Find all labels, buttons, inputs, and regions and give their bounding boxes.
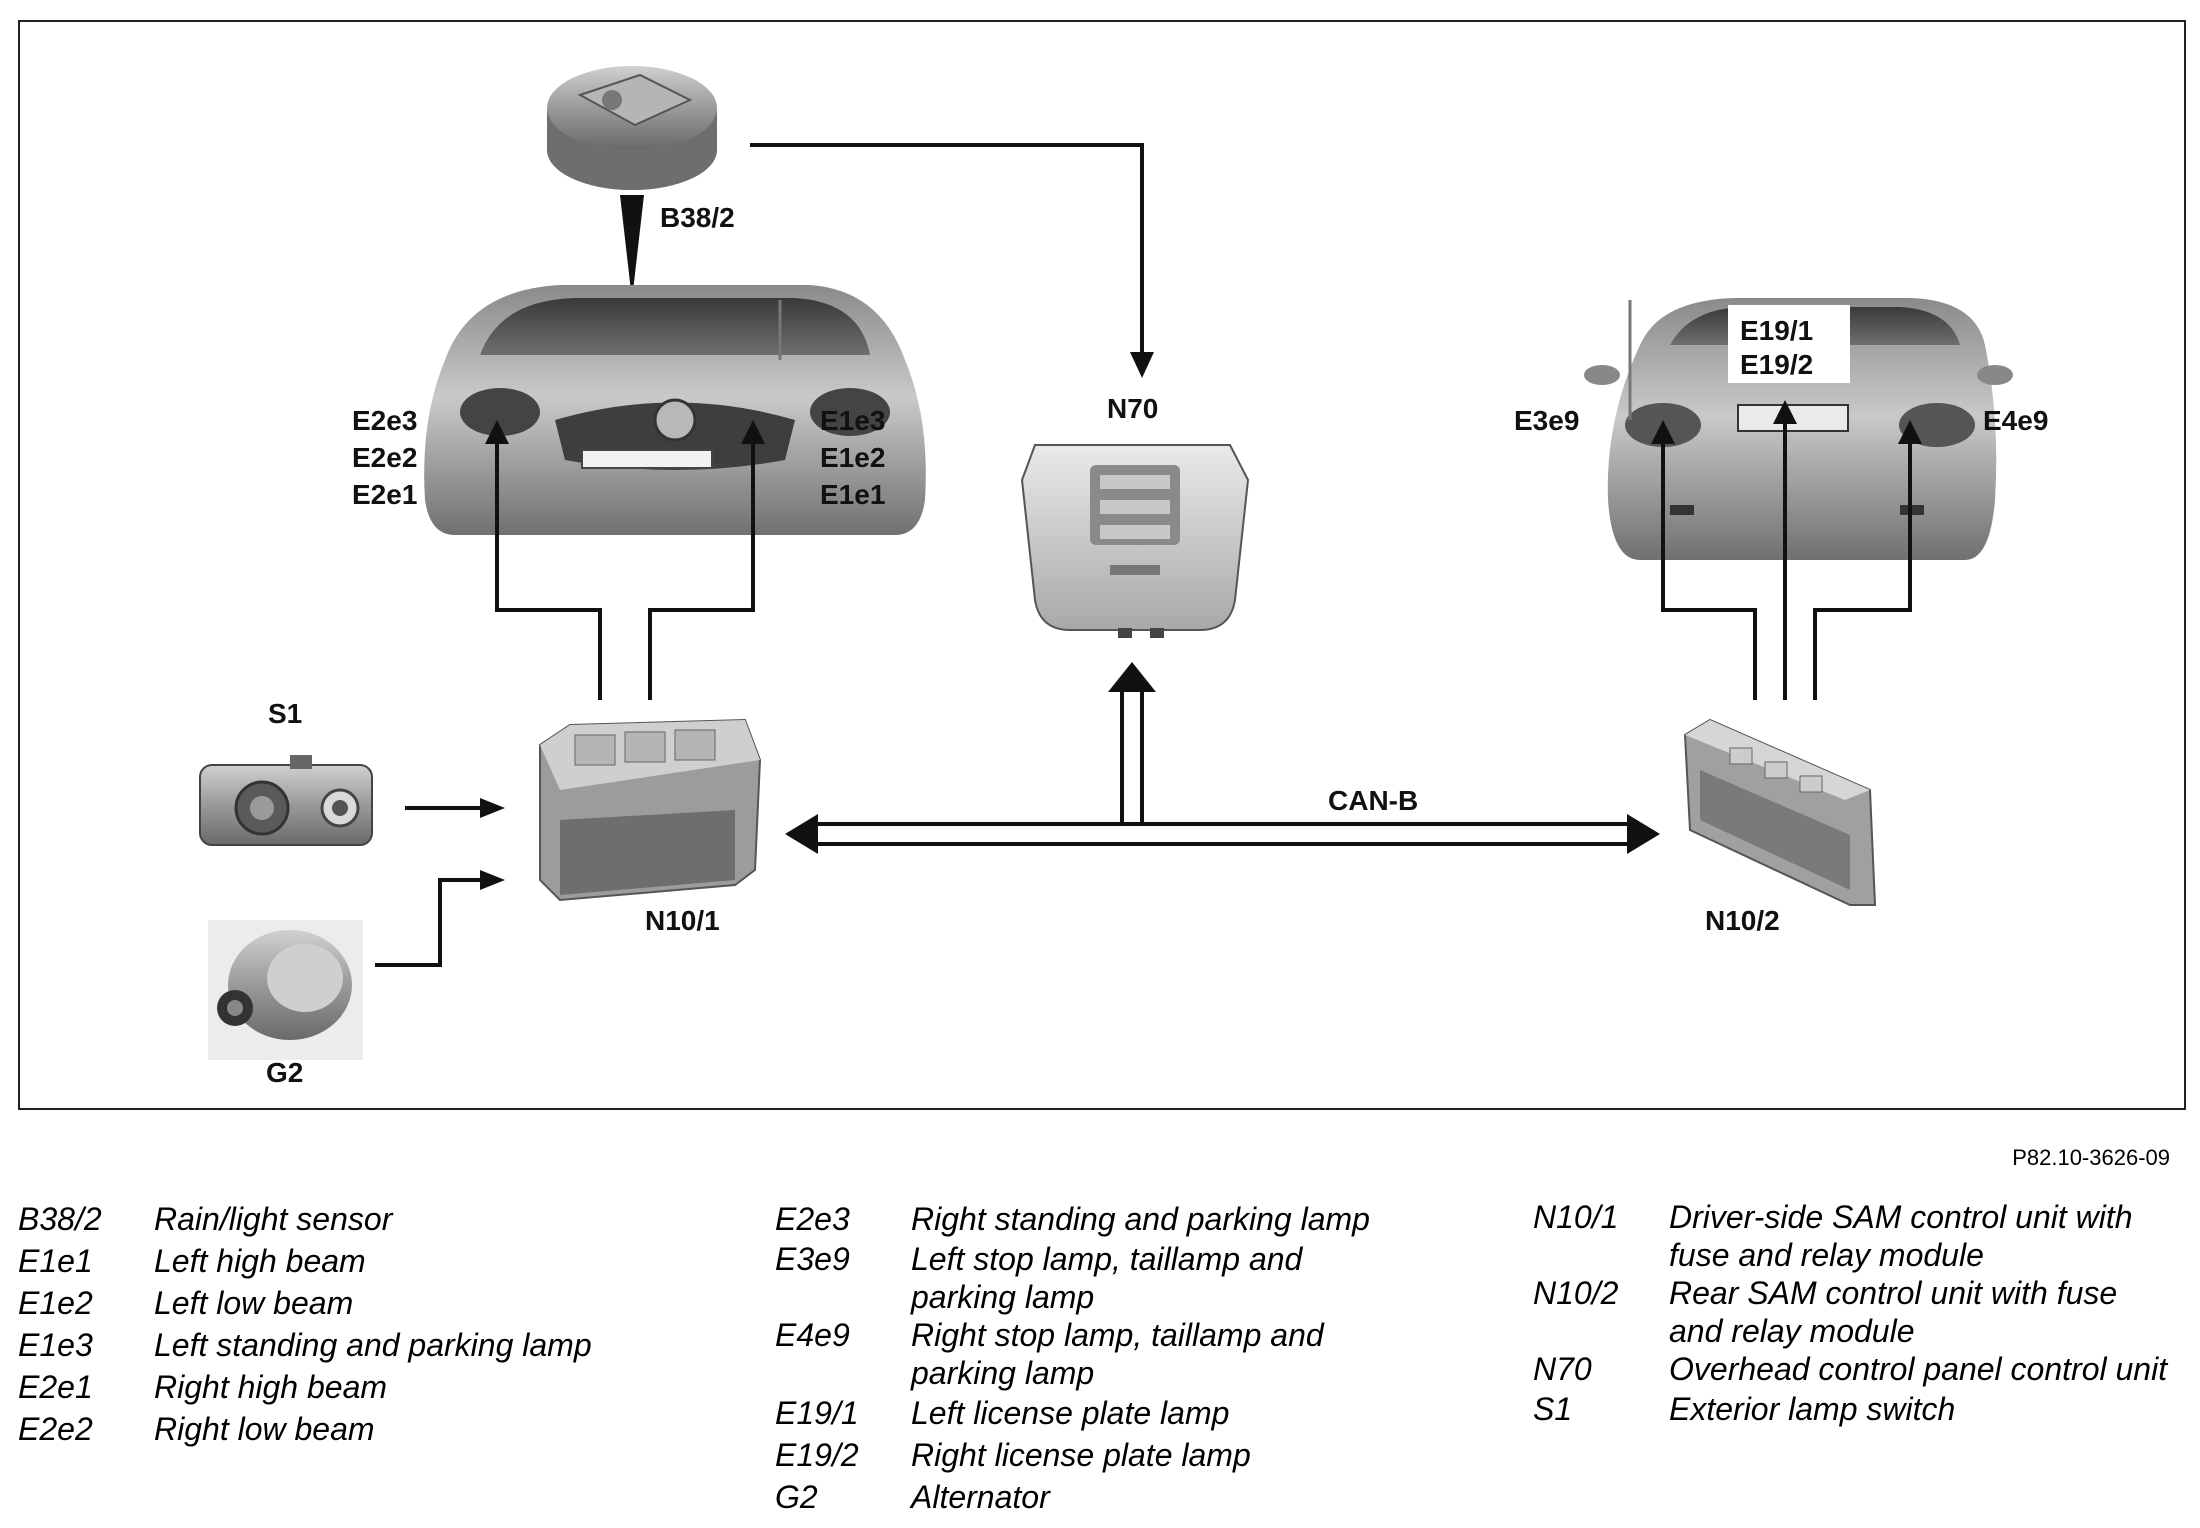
arrow-rear-left — [1651, 420, 1675, 444]
alternator-image — [208, 920, 363, 1060]
legend-code: E1e1 — [18, 1243, 93, 1279]
legend-column-1: B38/2 Rain/light sensor E1e1 Left high bea… — [18, 1198, 718, 1450]
driver-sam-module-image — [539, 718, 762, 902]
legend-row: E2e3 Right standing and parking lamp — [775, 1198, 1415, 1240]
line-n10-1-to-right-lamps — [648, 440, 755, 700]
license-plate-lamp-label-box — [1728, 305, 1850, 383]
label-e2e1: E2e1 — [352, 479, 417, 510]
label-s1: S1 — [268, 698, 302, 729]
label-can-b: CAN-B — [1328, 785, 1418, 816]
legend-row: E1e1 Left high beam — [18, 1240, 718, 1282]
legend-code: E1e3 — [18, 1327, 93, 1363]
label-e1e2: E1e2 — [820, 442, 885, 473]
line-n10-2-to-right-lamp — [1813, 440, 1912, 700]
legend-row: E19/2 Right license plate lamp — [775, 1434, 1415, 1476]
legend-row: S1 Exterior lamp switch — [1533, 1388, 2173, 1430]
label-n10-1: N10/1 — [645, 905, 720, 936]
arrow-to-n70 — [1130, 352, 1154, 378]
legend-desc: Exterior lamp switch — [1669, 1391, 1956, 1427]
legend-code: S1 — [1533, 1391, 1573, 1427]
legend-code: E19/1 — [775, 1395, 859, 1431]
legend-row: E2e1 Right high beam — [18, 1366, 718, 1408]
front-car-image — [424, 285, 926, 535]
arrow-rear-right — [1898, 420, 1922, 444]
overhead-control-panel-image — [1020, 444, 1250, 638]
legend-desc: Rain/light sensor — [154, 1201, 393, 1237]
legend-column-2: E2e3 Right standing and parking lamp E3e9… — [775, 1198, 1415, 1518]
legend-code: N10/1 — [1533, 1199, 1619, 1235]
legend-code: B38/2 — [18, 1201, 102, 1237]
legend-desc: Rear SAM control unit with fuse and rela… — [1669, 1275, 2118, 1349]
arrow-right-lamps — [741, 420, 765, 444]
label-n10-2: N10/2 — [1705, 905, 1780, 936]
legend-code: E4e9 — [775, 1317, 850, 1353]
legend-desc: Left standing and parking lamp — [154, 1327, 592, 1363]
legend-desc: Right low beam — [154, 1411, 375, 1447]
legend-row: N10/1 Driver-side SAM control unit with f… — [1533, 1198, 2173, 1274]
legend-row: E19/1 Left license plate lamp — [775, 1392, 1415, 1434]
legend-desc: Right standing and parking lamp — [911, 1201, 1370, 1237]
legend-desc: Alternator — [911, 1479, 1050, 1515]
legend-desc: Overhead control panel control unit — [1669, 1351, 2168, 1387]
label-e1e3: E1e3 — [820, 405, 885, 436]
legend-row: N10/2 Rear SAM control unit with fuse and… — [1533, 1274, 2173, 1350]
label-e2e2: E2e2 — [352, 442, 417, 473]
legend-code: E19/2 — [775, 1437, 859, 1473]
legend-row: E1e2 Left low beam — [18, 1282, 718, 1324]
legend-row: E2e2 Right low beam — [18, 1408, 718, 1450]
label-e4e9: E4e9 — [1983, 405, 2048, 436]
lamp-switch-image — [199, 755, 373, 846]
legend-row: N70 Overhead control panel control unit — [1533, 1350, 2173, 1388]
diagram-frame — [18, 20, 2186, 1110]
legend-row: G2 Alternator — [775, 1476, 1415, 1518]
legend-desc: Left license plate lamp — [911, 1395, 1230, 1431]
legend-desc: Left low beam — [154, 1285, 354, 1321]
rain-light-sensor-image — [547, 66, 717, 190]
line-g2-to-n10-1 — [375, 878, 485, 967]
legend-row: E1e3 Left standing and parking lamp — [18, 1324, 718, 1366]
legend-code: E2e3 — [775, 1201, 850, 1237]
label-e1e1: E1e1 — [820, 479, 885, 510]
sensor-pointer — [620, 195, 644, 300]
line-b38-to-n70 — [750, 143, 1144, 355]
label-e2e3: E2e3 — [352, 405, 417, 436]
arrow-plate-lamps — [1773, 400, 1797, 424]
line-n10-1-to-left-lamps — [495, 440, 602, 700]
legend-code: E2e1 — [18, 1369, 93, 1405]
legend-desc: Left high beam — [154, 1243, 366, 1279]
label-e19-1: E19/1 — [1740, 315, 1813, 346]
legend-code: N70 — [1533, 1351, 1592, 1387]
legend-desc: Driver-side SAM control unit with fuse a… — [1669, 1199, 2133, 1273]
can-b-bus — [785, 662, 1660, 854]
legend-column-3: N10/1 Driver-side SAM control unit with f… — [1533, 1198, 2173, 1430]
label-g2: G2 — [266, 1057, 303, 1088]
label-b38-2: B38/2 — [660, 202, 735, 233]
legend-desc: Right high beam — [154, 1369, 388, 1405]
legend-code: E2e2 — [18, 1411, 93, 1447]
legend-desc: Right license plate lamp — [911, 1437, 1251, 1473]
rear-sam-module-image — [1683, 718, 1877, 906]
arrow-s1 — [480, 798, 505, 818]
line-n10-2-to-left-lamp — [1661, 440, 1757, 700]
arrow-left-lamps — [485, 420, 509, 444]
label-e3e9: E3e9 — [1514, 405, 1579, 436]
legend-desc: Left stop lamp, taillamp and parking lam… — [911, 1241, 1303, 1315]
legend-code: E1e2 — [18, 1285, 93, 1321]
legend-code: E3e9 — [775, 1241, 850, 1277]
legend-desc: Right stop lamp, taillamp and parking la… — [911, 1317, 1324, 1391]
figure-reference-code: P82.10-3626-09 — [2012, 1145, 2170, 1170]
legend-row: E4e9 Right stop lamp, taillamp and parkin… — [775, 1316, 1415, 1392]
legend-code: G2 — [775, 1479, 818, 1515]
wiring-diagram: B38/2 E2e3 E2e2 E2e1 E1e3 E1e2 E1e1 N70 — [199, 66, 2048, 1088]
label-n70: N70 — [1107, 393, 1158, 424]
legend-row: B38/2 Rain/light sensor — [18, 1198, 718, 1240]
arrow-g2 — [480, 870, 505, 890]
label-e19-2: E19/2 — [1740, 349, 1813, 380]
legend-code: N10/2 — [1533, 1275, 1619, 1311]
legend-row: E3e9 Left stop lamp, taillamp and parking… — [775, 1240, 1415, 1316]
